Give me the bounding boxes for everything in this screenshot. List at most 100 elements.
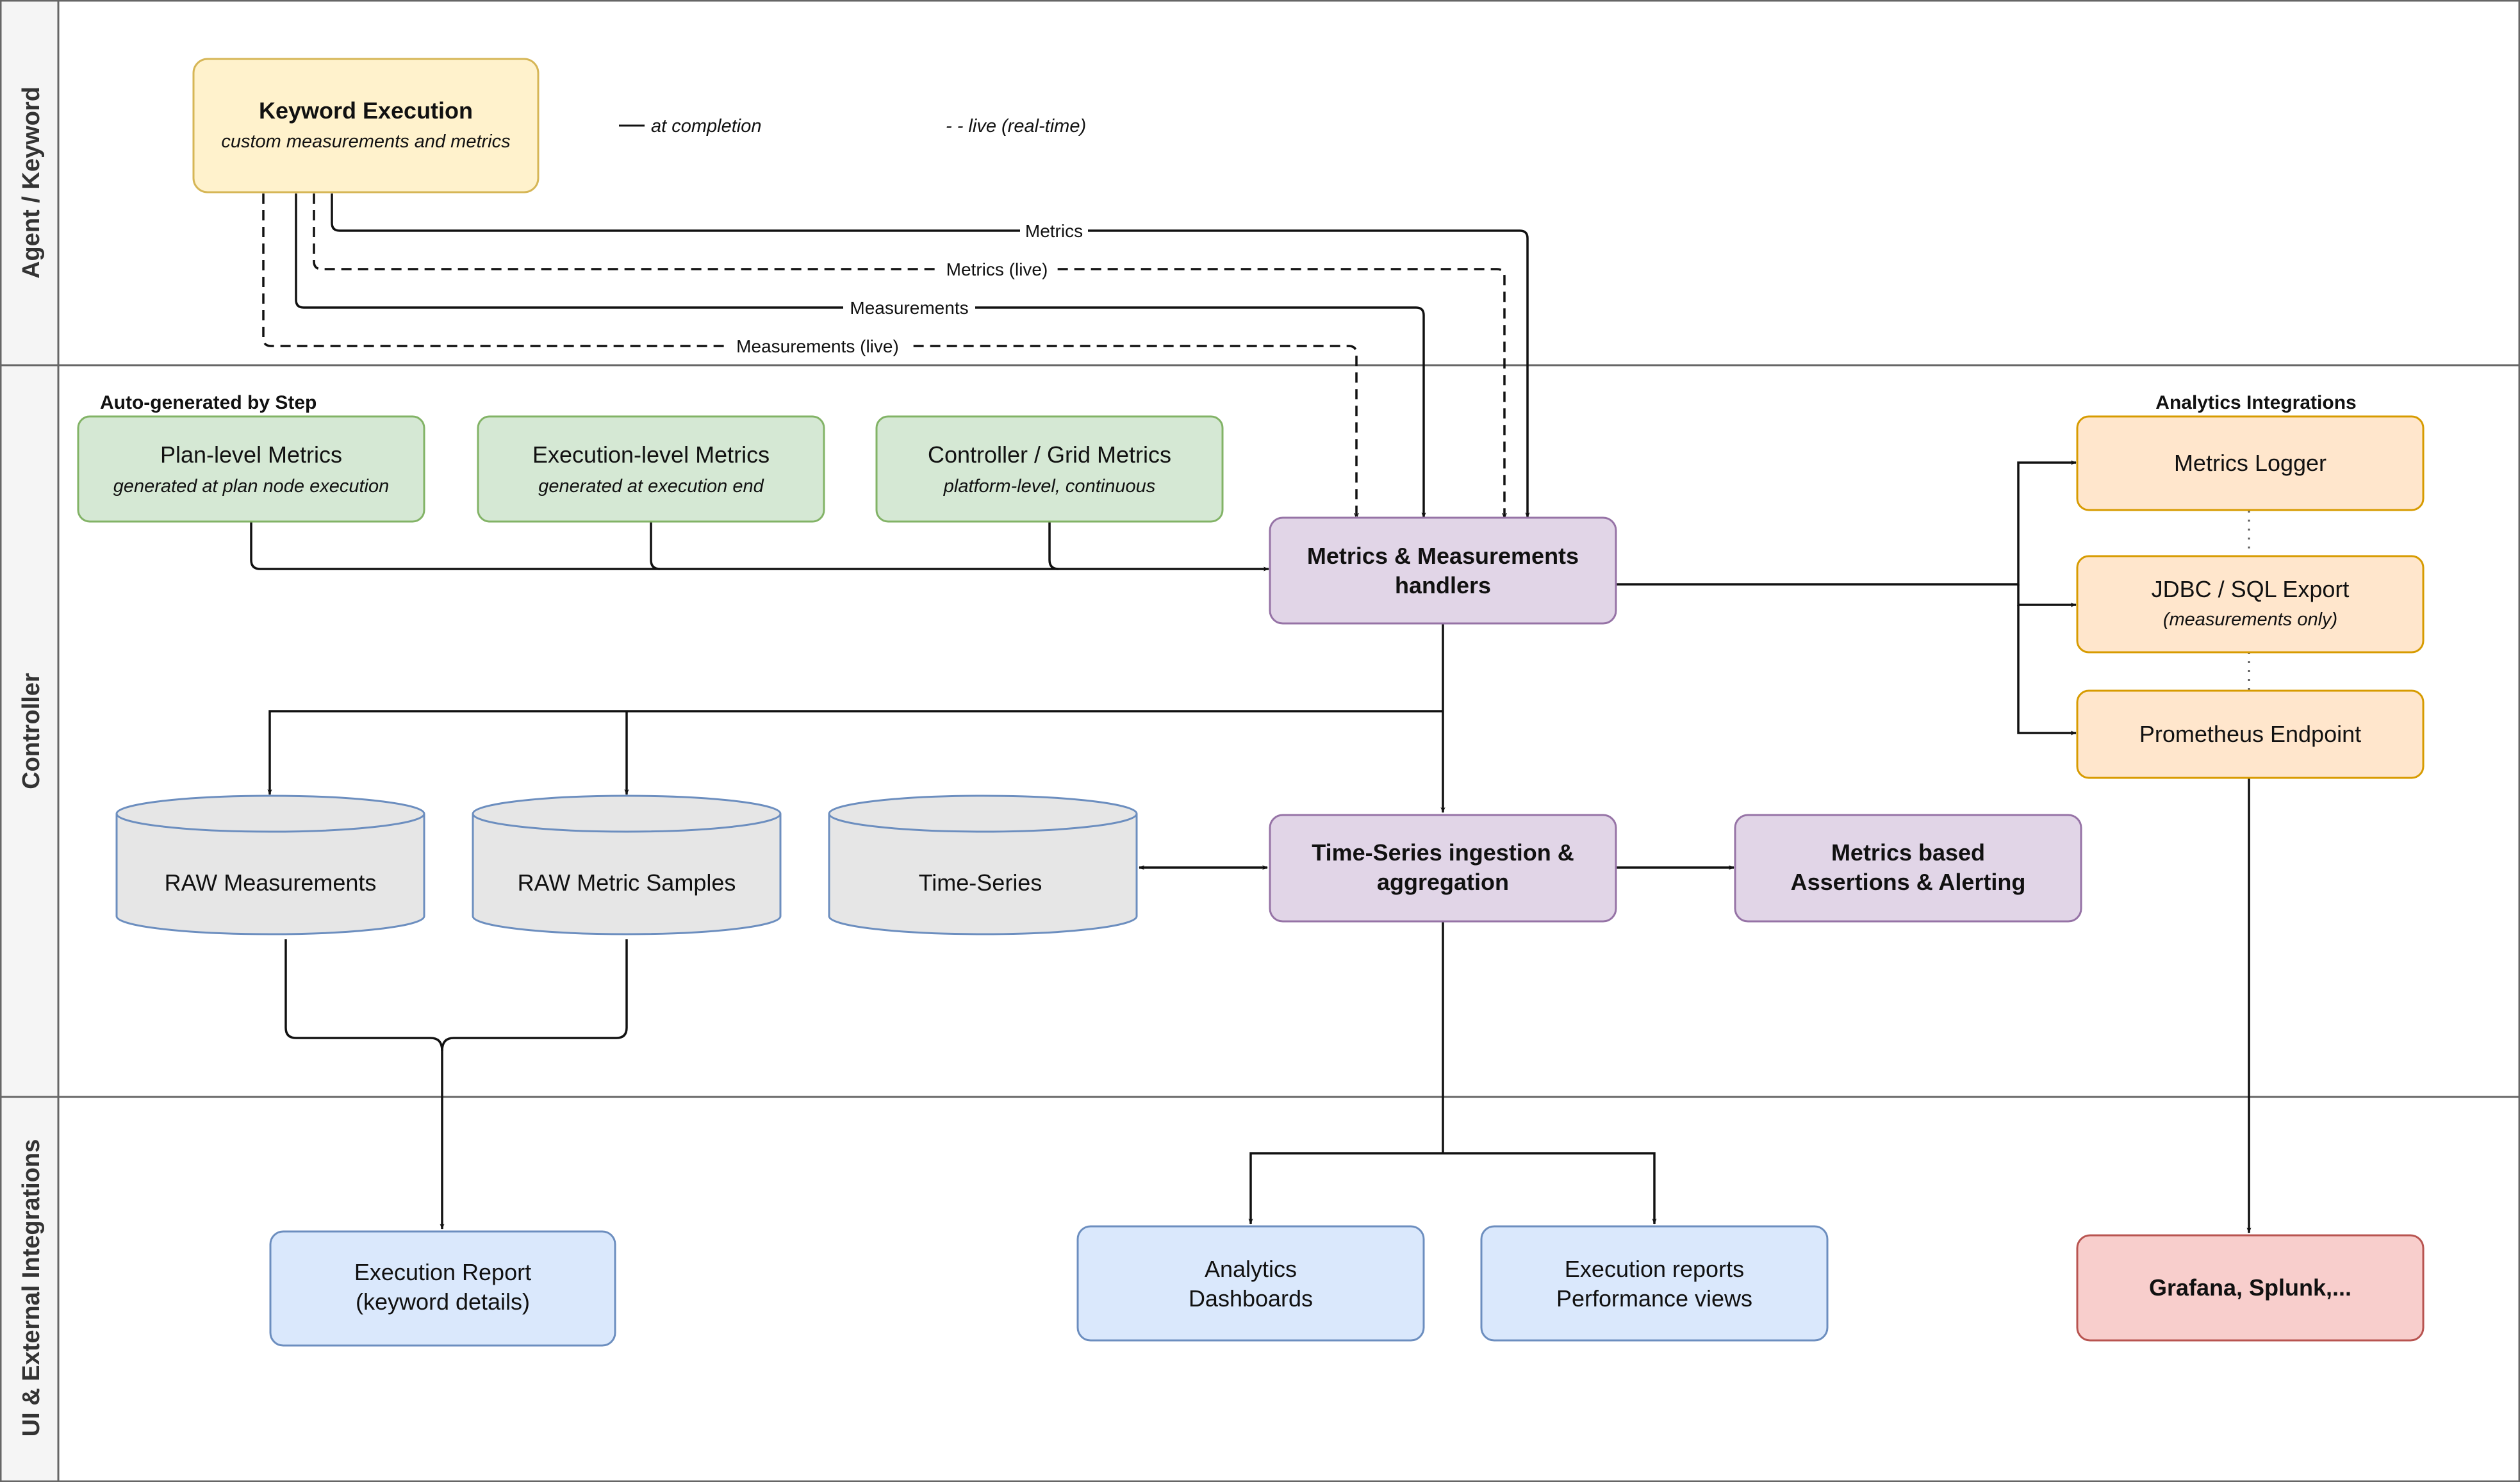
node-controller-grid-metrics-box [875,415,1224,523]
node-analytics-dashboards-line2: Dashboards [1189,1285,1313,1312]
node-execution-reports-performance-box [1480,1225,1829,1342]
node-time-series-top [828,813,1138,833]
node-plan-level-metrics-title: Plan-level Metrics [160,441,342,468]
node-execution-reports-performance-line1: Execution reports [1565,1256,1744,1282]
analytics-integrations-label: Analytics Integrations [2155,392,2356,413]
node-raw-metric-samples-top [472,813,782,833]
node-grafana-splunk-title: Grafana, Splunk,... [2149,1274,2351,1301]
node-plan-level-metrics[interactable]: Plan-level Metrics generated at plan nod… [77,415,425,523]
legend: at completion - - live (real-time) [619,116,1086,136]
node-timeseries-ingestion-box [1269,814,1617,923]
edge-label-measurements-live: Measurements (live) [736,336,899,356]
node-analytics-dashboards[interactable]: Analytics Dashboards [1076,1225,1425,1342]
edges [250,193,2252,1233]
node-metrics-handlers[interactable]: Metrics & Measurements handlers [1269,516,1617,625]
node-raw-measurements-title: RAW Measurements [165,869,377,896]
node-analytics-dashboards-line1: Analytics [1205,1256,1297,1282]
edge-label-bg-measurements [843,296,975,319]
edge-handlers-to-logger [1616,460,2077,586]
node-time-series[interactable]: Time-Series [828,795,1138,935]
node-jdbc-sql-export-title: JDBC / SQL Export [2152,576,2350,602]
node-execution-report-line2: (keyword details) [356,1289,530,1315]
node-timeseries-ingestion-line2: aggregation [1377,869,1509,895]
lane-ui-title: UI & External Integrations [18,1139,45,1437]
node-keyword-execution[interactable]: Keyword Execution custom measurements an… [192,58,539,193]
node-execution-reports-performance-line2: Performance views [1556,1285,1752,1312]
auto-generated-label: Auto-generated by Step [100,392,317,413]
node-time-series-title: Time-Series [919,869,1042,896]
node-controller-grid-metrics[interactable]: Controller / Grid Metrics platform-level… [875,415,1224,523]
edge-label-bg-metrics-live [939,258,1055,281]
node-raw-measurements-top [115,813,425,833]
edge-label-bg-metrics [1020,219,1088,242]
node-raw-measurements[interactable]: RAW Measurements [115,795,425,935]
node-raw-metric-samples[interactable]: RAW Metric Samples [472,795,782,935]
node-analytics-dashboards-box [1076,1225,1425,1342]
edge-handlers-to-prometheus [2017,605,2077,736]
node-prometheus-endpoint[interactable]: Prometheus Endpoint [2076,689,2425,779]
edge-label-measurements: Measurements [850,298,968,318]
node-execution-reports-performance[interactable]: Execution reports Performance views [1480,1225,1829,1342]
edge-exec-to-handlers [650,522,661,570]
node-time-series-body [828,795,1138,935]
node-metrics-handlers-line2: handlers [1395,572,1491,598]
node-plan-level-metrics-subtitle: generated at plan node execution [113,476,390,497]
edge-ingestion-to-dashboards [1248,1152,1443,1224]
node-assertions-alerting-line1: Metrics based [1831,839,1985,866]
edge-label-metrics: Metrics [1025,221,1083,241]
lane-ui-external: UI & External Integrations [0,1096,2520,1482]
node-metrics-logger[interactable]: Metrics Logger [2076,415,2425,511]
node-assertions-alerting[interactable]: Metrics based Assertions & Alerting [1734,814,2082,923]
node-prometheus-endpoint-title: Prometheus Endpoint [2139,721,2361,747]
node-raw-metric-samples-title: RAW Metric Samples [518,869,736,896]
node-timeseries-ingestion-line1: Time-Series ingestion & [1312,839,1574,866]
edge-labels: Metrics Metrics (live) Measurements Meas… [728,219,1088,358]
node-grafana-splunk[interactable]: Grafana, Splunk,... [2076,1234,2425,1342]
edge-handlers-to-jdbc [2017,584,2077,607]
node-execution-level-metrics-title: Execution-level Metrics [532,441,770,468]
node-execution-report[interactable]: Execution Report (keyword details) [269,1230,616,1347]
node-execution-report-line1: Execution Report [354,1259,531,1285]
edge-raw-measurements-to-report [284,939,445,1230]
edge-metrics-live [313,193,1504,518]
legend-dashed-label: - - live (real-time) [946,116,1086,136]
node-metrics-logger-title: Metrics Logger [2174,450,2326,476]
lane-agent-title: Agent / Keyword [18,86,45,279]
node-assertions-alerting-box [1734,814,2082,923]
edge-grid-to-handlers [1048,522,1059,570]
lane-ui-header [0,1096,60,1482]
node-jdbc-sql-export-subtitle: (measurements only) [2163,609,2337,630]
node-raw-measurements-body [115,795,425,935]
edge-raw-samples-to-report [441,939,628,1051]
lane-ui-body [57,1096,2520,1482]
node-plan-level-metrics-box [77,415,425,523]
node-metrics-handlers-line1: Metrics & Measurements [1307,543,1579,569]
node-keyword-execution-title: Keyword Execution [259,97,473,124]
node-metrics-logger-box [2076,415,2425,511]
edge-handlers-to-raw-measurements [267,710,1443,795]
lane-controller-header [0,364,60,1098]
node-jdbc-sql-export-box [2076,555,2425,654]
node-raw-metric-samples-body [472,795,782,935]
edge-ingestion-to-reports [1443,1152,1657,1224]
node-prometheus-endpoint-box [2076,689,2425,779]
node-execution-level-metrics-box [477,415,825,523]
node-assertions-alerting-line2: Assertions & Alerting [1791,869,2026,895]
node-keyword-execution-subtitle: custom measurements and metrics [221,131,510,152]
lane-agent-header [0,0,60,366]
lane-controller: Controller [0,364,2520,1098]
node-execution-level-metrics[interactable]: Execution-level Metrics generated at exe… [477,415,825,523]
legend-solid-label: at completion [651,116,762,136]
node-metrics-handlers-box [1269,516,1617,625]
edge-metrics [331,193,1530,518]
node-grafana-splunk-box [2076,1234,2425,1342]
node-jdbc-sql-export[interactable]: JDBC / SQL Export (measurements only) [2076,555,2425,654]
node-execution-report-box [269,1230,616,1347]
node-timeseries-ingestion[interactable]: Time-Series ingestion & aggregation [1269,814,1617,923]
edge-plan-to-handlers [250,522,1269,572]
node-controller-grid-metrics-title: Controller / Grid Metrics [928,441,1171,468]
node-controller-grid-metrics-subtitle: platform-level, continuous [943,476,1155,497]
node-execution-level-metrics-subtitle: generated at execution end [538,476,764,497]
lane-controller-title: Controller [18,673,45,789]
